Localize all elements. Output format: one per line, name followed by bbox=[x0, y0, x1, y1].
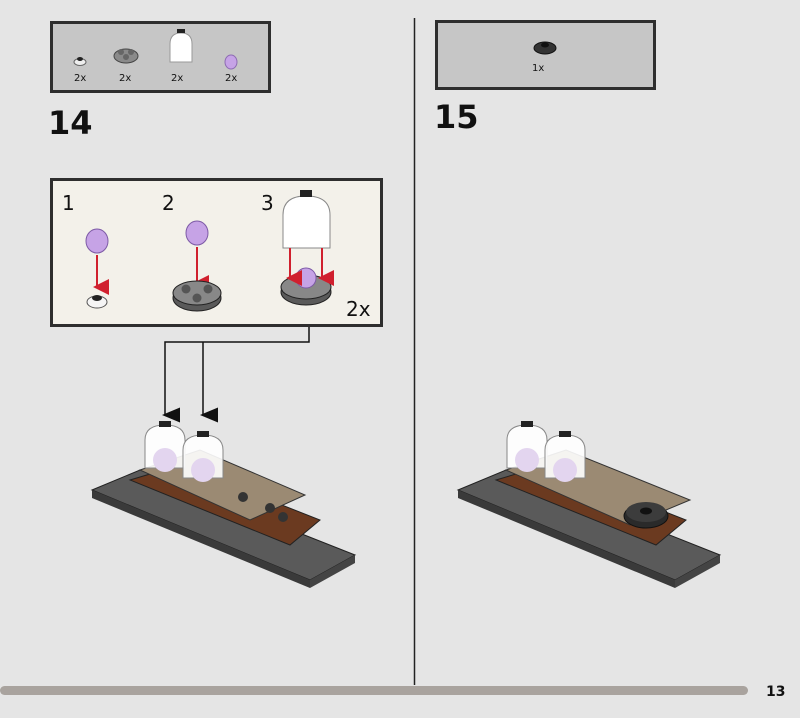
page-number: 13 bbox=[766, 684, 786, 700]
part-black-round-tile bbox=[533, 41, 557, 55]
part-round-plate-2x2 bbox=[113, 48, 139, 64]
step-number-14: 14 bbox=[48, 104, 93, 142]
substep-number: 2 bbox=[162, 191, 175, 215]
model-assembly-step-14 bbox=[90, 421, 357, 588]
part-transparent-dome bbox=[169, 29, 193, 63]
part-qty: 1x bbox=[532, 63, 545, 74]
multiplier-label: 2x bbox=[346, 297, 371, 321]
substep-number: 3 bbox=[261, 191, 274, 215]
part-qty: 2x bbox=[119, 73, 132, 84]
substep-number: 1 bbox=[62, 191, 75, 215]
lavender-cone bbox=[295, 267, 317, 289]
progress-bar bbox=[0, 686, 748, 695]
parts-box-step-15: 1x bbox=[435, 20, 656, 90]
model-assembly-step-15 bbox=[456, 421, 722, 588]
lavender-cone bbox=[85, 228, 109, 254]
part-qty: 2x bbox=[225, 73, 238, 84]
part-lavender-cone bbox=[224, 54, 238, 70]
callout-arrow bbox=[162, 327, 310, 423]
part-qty: 2x bbox=[171, 73, 184, 84]
part-qty: 2x bbox=[74, 73, 87, 84]
part-transparent-round-plate bbox=[73, 57, 87, 66]
step-number-15: 15 bbox=[434, 98, 479, 136]
lavender-cone bbox=[185, 220, 209, 246]
